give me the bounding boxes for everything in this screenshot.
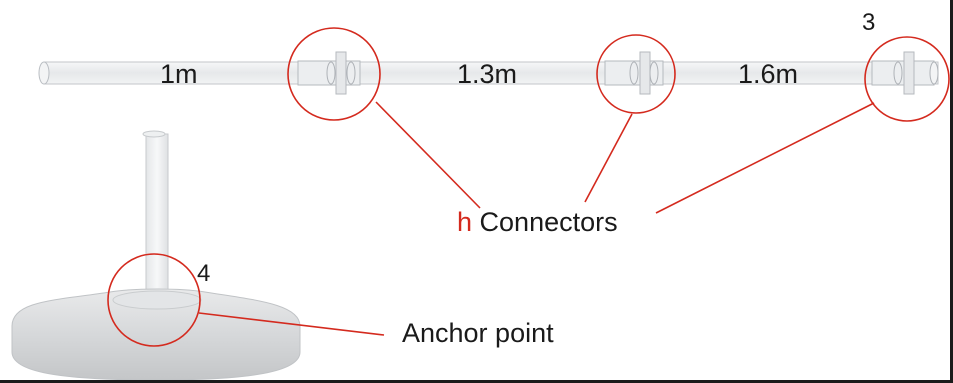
leader-line-connector-3	[655, 102, 875, 214]
weighted-base	[11, 288, 301, 380]
connector-fitting-2	[604, 51, 664, 95]
highlight-circle-connector-3	[864, 36, 950, 122]
base-hub	[112, 290, 202, 310]
marker-3: 3	[862, 9, 876, 36]
marker-4: 4	[197, 260, 211, 287]
highlight-circle-anchor	[107, 253, 201, 347]
leader-line-connector-2	[584, 113, 633, 203]
segment-label-3: 1.6m	[738, 59, 799, 89]
connectors-prefix: h	[457, 207, 473, 237]
highlight-circle-connector-2	[596, 34, 676, 114]
highlight-circle-connector-1	[287, 27, 381, 121]
anchor-base	[11, 130, 301, 380]
connectors-callout: h Connectors	[457, 209, 618, 236]
segment-label-1: 1m	[160, 59, 198, 89]
anchor-point-label: Anchor point	[402, 318, 554, 348]
connectors-label: Connectors	[479, 207, 618, 237]
tube-end-left	[38, 61, 50, 85]
connector-fitting-3	[871, 51, 939, 95]
segment-label-2: 1.3m	[457, 59, 518, 89]
leader-line-connector-1	[375, 101, 481, 209]
vertical-pole	[145, 133, 169, 313]
connector-fitting-1	[297, 51, 361, 95]
leader-line-anchor	[198, 312, 385, 336]
